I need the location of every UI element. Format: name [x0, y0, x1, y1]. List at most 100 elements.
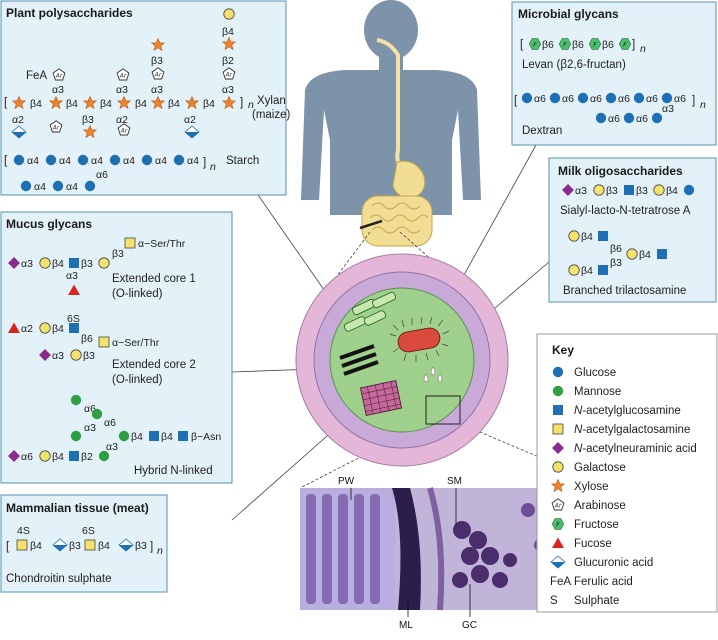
svg-text:[: [ — [520, 39, 524, 51]
svg-text:α3: α3 — [151, 84, 163, 96]
svg-text:α6: α6 — [636, 113, 648, 125]
svg-text:(O-linked): (O-linked) — [112, 374, 163, 386]
svg-text:α6: α6 — [104, 417, 116, 429]
svg-text:n: n — [248, 99, 254, 111]
svg-text:]: ] — [150, 541, 153, 553]
svg-text:β3: β3 — [81, 258, 93, 270]
svg-text:β4: β4 — [581, 265, 593, 277]
ser-thr-1: α−Ser/Thr — [138, 238, 186, 250]
svg-text:α6: α6 — [608, 113, 620, 125]
svg-text:β4: β4 — [52, 258, 64, 270]
svg-text:β2: β2 — [81, 451, 93, 463]
svg-text:]: ] — [692, 95, 695, 107]
svg-text:β4: β4 — [581, 231, 593, 243]
label-gc: GC — [462, 620, 477, 631]
svg-text:β3: β3 — [82, 114, 94, 126]
svg-text:α6: α6 — [562, 93, 574, 105]
svg-text:α3: α3 — [106, 441, 118, 453]
dextran-label: Dextran — [522, 125, 562, 137]
svg-text:β4: β4 — [66, 98, 78, 110]
levan-label: Levan (β2,6-fructan) — [522, 59, 626, 71]
svg-text:β4: β4 — [52, 451, 64, 463]
key-item-xylose: Xylose — [551, 479, 609, 493]
key-title: Key — [552, 343, 574, 357]
key-label: N-acetylgalactosamine — [574, 424, 690, 436]
key-label: Fucose — [574, 538, 612, 550]
svg-text:α4: α4 — [187, 155, 199, 167]
key-symbol-text: S — [550, 595, 558, 607]
key-item-glca: Glucuronic acid — [550, 555, 653, 569]
key-item-fructose: Fructose — [551, 518, 619, 531]
meat-tissue-icon — [359, 379, 403, 417]
svg-text:β4: β4 — [666, 185, 678, 197]
key-label: Arabinose — [574, 500, 626, 512]
key-label: Glucuronic acid — [574, 557, 653, 569]
branched-label: Branched trilactosamine — [563, 285, 686, 297]
key-label: Mannose — [574, 386, 621, 398]
svg-text:β4: β4 — [98, 540, 110, 552]
svg-text:β4: β4 — [222, 26, 234, 38]
svg-text:n: n — [640, 43, 646, 55]
svg-text:β4: β4 — [135, 98, 147, 110]
svg-text:β3: β3 — [135, 540, 147, 552]
key-label: Glucose — [574, 367, 616, 379]
key-item-mannose: Mannose — [552, 385, 621, 398]
svg-text:α6: α6 — [21, 451, 33, 463]
svg-text:α3: α3 — [116, 84, 128, 96]
key-label: Fructose — [574, 519, 619, 531]
mammal-title: Mammalian tissue (meat) — [6, 501, 149, 515]
svg-text:α6: α6 — [618, 93, 630, 105]
milk-title: Milk oligosaccharides — [558, 164, 683, 178]
core2-label: Extended core 2 — [112, 359, 196, 371]
svg-text:α4: α4 — [155, 155, 167, 167]
svg-text:α3: α3 — [52, 350, 64, 362]
svg-text:β3: β3 — [636, 185, 648, 197]
svg-text:α3: α3 — [575, 185, 587, 197]
svg-text:β2: β2 — [222, 55, 234, 67]
milk-oligosaccharides-panel: Milk oligosaccharides α3 β3 β3 β4 Sialyl… — [548, 157, 717, 303]
key-item-glcnac: N-acetylglucosamine — [553, 405, 681, 417]
microbial-title: Microbial glycans — [518, 7, 619, 21]
fea-label: FeA — [26, 70, 47, 82]
key-item-galactose: Galactose — [552, 461, 626, 474]
bacterium-icon — [389, 316, 450, 362]
starch-label: Starch — [226, 155, 259, 167]
key-symbol-text: FeA — [550, 576, 571, 588]
mucus-title: Mucus glycans — [6, 217, 92, 231]
svg-text:β3: β3 — [83, 350, 95, 362]
svg-text:(maize): (maize) — [252, 109, 291, 121]
svg-text:α6: α6 — [646, 93, 658, 105]
galactose-icon — [552, 461, 564, 473]
key-label: Xylose — [574, 481, 609, 493]
svg-text:β6: β6 — [572, 39, 584, 51]
svg-text:α4: α4 — [66, 181, 78, 193]
svg-text:β4: β4 — [100, 98, 112, 110]
key-item-arabinose: Arabinose — [551, 498, 626, 512]
glucose-icon — [552, 366, 564, 378]
svg-text:α6: α6 — [674, 93, 686, 105]
svg-text:]: ] — [203, 157, 206, 169]
svg-text:β4: β4 — [30, 540, 42, 552]
svg-text:[: [ — [514, 95, 518, 107]
svg-text:β3: β3 — [69, 540, 81, 552]
key-label: Sulphate — [574, 595, 619, 607]
svg-text:α3: α3 — [66, 270, 78, 282]
key-label: Galactose — [574, 462, 626, 474]
svg-text:α6: α6 — [96, 169, 108, 181]
svg-text:β4: β4 — [639, 249, 651, 261]
svg-text:[: [ — [4, 155, 8, 167]
key-item-neu5ac: N-acetylneuraminic acid — [552, 442, 697, 455]
gut-cross-section — [295, 253, 509, 467]
key-label: N-acetylneuraminic acid — [574, 443, 697, 455]
svg-text:β4: β4 — [30, 98, 42, 110]
svg-text:[: [ — [6, 541, 10, 553]
key-item-fucose: Fucose — [552, 537, 612, 550]
key-item-galnac: N-acetylgalactosamine — [552, 423, 690, 436]
plant-polysaccharides-panel: Plant polysaccharides β4 β2 α3 β3 α3 FeA… — [0, 0, 291, 196]
svg-text:α4: α4 — [123, 155, 135, 167]
svg-text:β4: β4 — [203, 98, 215, 110]
svg-text:β3: β3 — [151, 55, 163, 67]
svg-text:α3: α3 — [21, 258, 33, 270]
svg-text:β6: β6 — [602, 39, 614, 51]
